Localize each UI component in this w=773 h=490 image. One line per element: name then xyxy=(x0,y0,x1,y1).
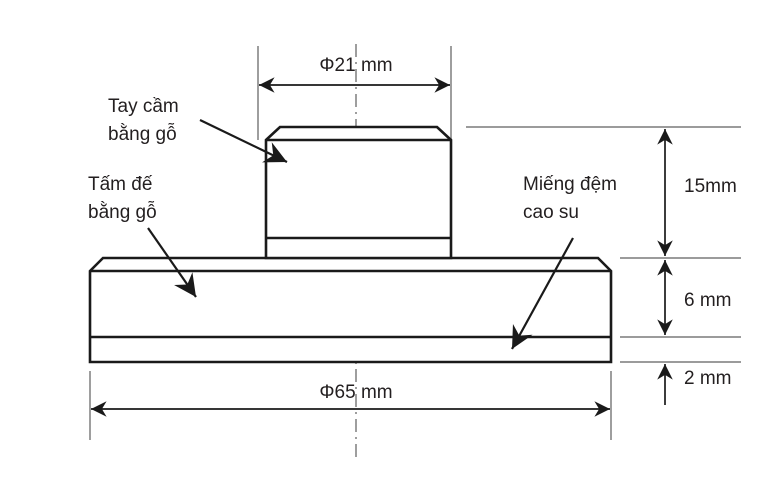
leader-line-base-plate xyxy=(147,227,197,298)
callout-base-plate-line-2: bằng gỗ xyxy=(88,201,157,223)
leader-line-handle xyxy=(199,119,288,163)
callout-handle-line-1: Tay cầm xyxy=(108,96,179,117)
callout-base-plate-line-1: Tấm đế xyxy=(88,174,153,195)
callout-rubber-pad-line-2: cao su xyxy=(523,202,579,223)
callout-handle-line-2: bằng gỗ xyxy=(108,123,177,145)
dimension-label-handle-diameter: Φ21 mm xyxy=(319,55,392,76)
dimension-label-base-diameter: Φ65 mm xyxy=(319,382,392,403)
dimension-label-base-thickness: 6 mm xyxy=(684,290,732,311)
dimension-label-handle-height: 15mm xyxy=(684,176,737,197)
callout-rubber-pad-line-1: Miếng đệm xyxy=(523,174,617,195)
leader-line-rubber-pad xyxy=(511,237,574,350)
dimension-label-pad-thickness: 2 mm xyxy=(684,368,732,389)
